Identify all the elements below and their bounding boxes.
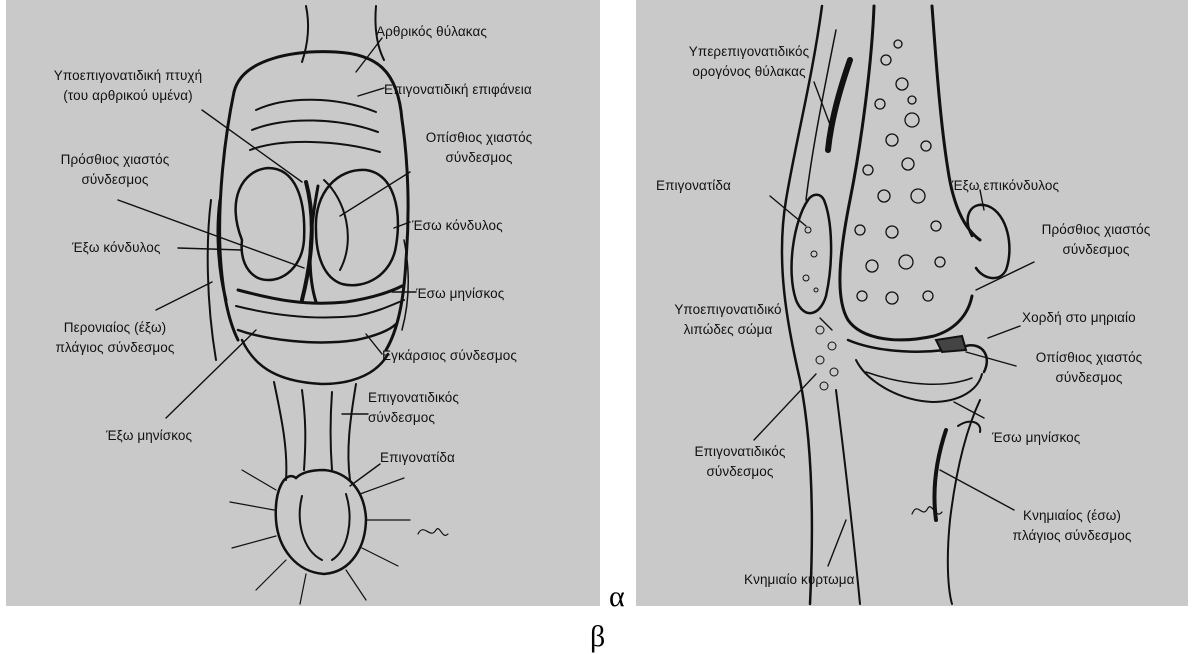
label-epigonatidikos-1: Επιγονατιδικός xyxy=(660,444,820,459)
panel-sagittal-section: Υπερεπιγονατιδικός ορογόνος θύλακας Επιγ… xyxy=(636,0,1188,606)
label-eso-kondylos: Έσω κόνδυλος xyxy=(412,218,503,233)
label-opisthios-xiastos-1: Οπίσθιος χιαστός xyxy=(414,130,544,145)
panel-anterior-view: Αρθρικός θύλακας Υποεπιγονατιδική πτυχή … xyxy=(6,0,600,606)
label-egkarsios-syndesmos: Εγκάρσιος σύνδεσμος xyxy=(382,348,517,363)
label-eso-miniskos: Έσω μηνίσκος xyxy=(992,430,1080,445)
label-epigonatida: Επιγονατίδα xyxy=(656,178,731,193)
label-ypoepigonatidiko-2: λιπώδες σώμα xyxy=(638,322,818,337)
label-prosthios-xiastos-1: Πρόσθιος χιαστός xyxy=(1026,222,1166,237)
label-epigonatidiki-epifaneia: Επιγονατιδική επιφάνεια xyxy=(384,82,532,97)
label-epigonatidikos-2: σύνδεσμος xyxy=(660,464,820,479)
label-epigonatidikos-1: Επιγονατιδικός xyxy=(368,390,459,405)
label-epigonatida: Επιγονατίδα xyxy=(380,450,455,465)
label-epigonatidikos-2: σύνδεσμος xyxy=(368,410,435,425)
label-exo-kondylos: Έξω κόνδυλος xyxy=(72,240,160,255)
label-ypoepigonatidikos-2: ορογόνος θύλακας xyxy=(644,64,854,79)
label-arthrikos-thylakas: Αρθρικός θύλακας xyxy=(376,24,487,39)
label-opisthios-xiastos-2: σύνδεσμος xyxy=(414,150,544,165)
label-prosthios-xiastos-2: σύνδεσμος xyxy=(40,172,190,187)
label-opisthios-xiastos-2: σύνδεσμος xyxy=(1014,370,1164,385)
label-exo-epikondylos: Έξω επικόνδυλος xyxy=(952,178,1059,193)
label-peroniaios-2: πλάγιος σύνδεσμος xyxy=(20,340,210,355)
label-tou-arthrikou-ymena: (του αρθρικού υμένα) xyxy=(10,88,246,103)
label-ypoepigonatidiko-1: Υποεπιγονατιδικό xyxy=(638,302,818,317)
label-ypoepigonatidikos-1: Υπερεπιγονατιδικός xyxy=(644,44,854,59)
label-prosthios-xiastos-1: Πρόσθιος χιαστός xyxy=(40,152,190,167)
label-ypoepigonatidiki-ptyxi: Υποεπιγονατιδική πτυχή xyxy=(10,68,246,83)
label-knimiaios-2: πλάγιος σύνδεσμος xyxy=(992,528,1152,543)
label-eso-miniskos: Έσω μηνίσκος xyxy=(416,286,504,301)
figure-letter-a: α xyxy=(609,582,625,612)
label-opisthios-xiastos-1: Οπίσθιος χιαστός xyxy=(1014,350,1164,365)
figure-letter-b: β xyxy=(590,622,605,652)
label-exo-miniskos: Έξω μηνίσκος xyxy=(106,428,192,443)
label-peroniaios-1: Περονιαίος (έξω) xyxy=(20,320,210,335)
label-knimiaios-1: Κνημιαίος (έσω) xyxy=(992,508,1152,523)
label-prosthios-xiastos-2: σύνδεσμος xyxy=(1026,242,1166,257)
label-xordi-mirieo: Χορδή στο μηριαίο xyxy=(1022,310,1136,325)
label-knimiaio-kyrtoma: Κνημιαίο κύρτωμα xyxy=(744,572,855,587)
